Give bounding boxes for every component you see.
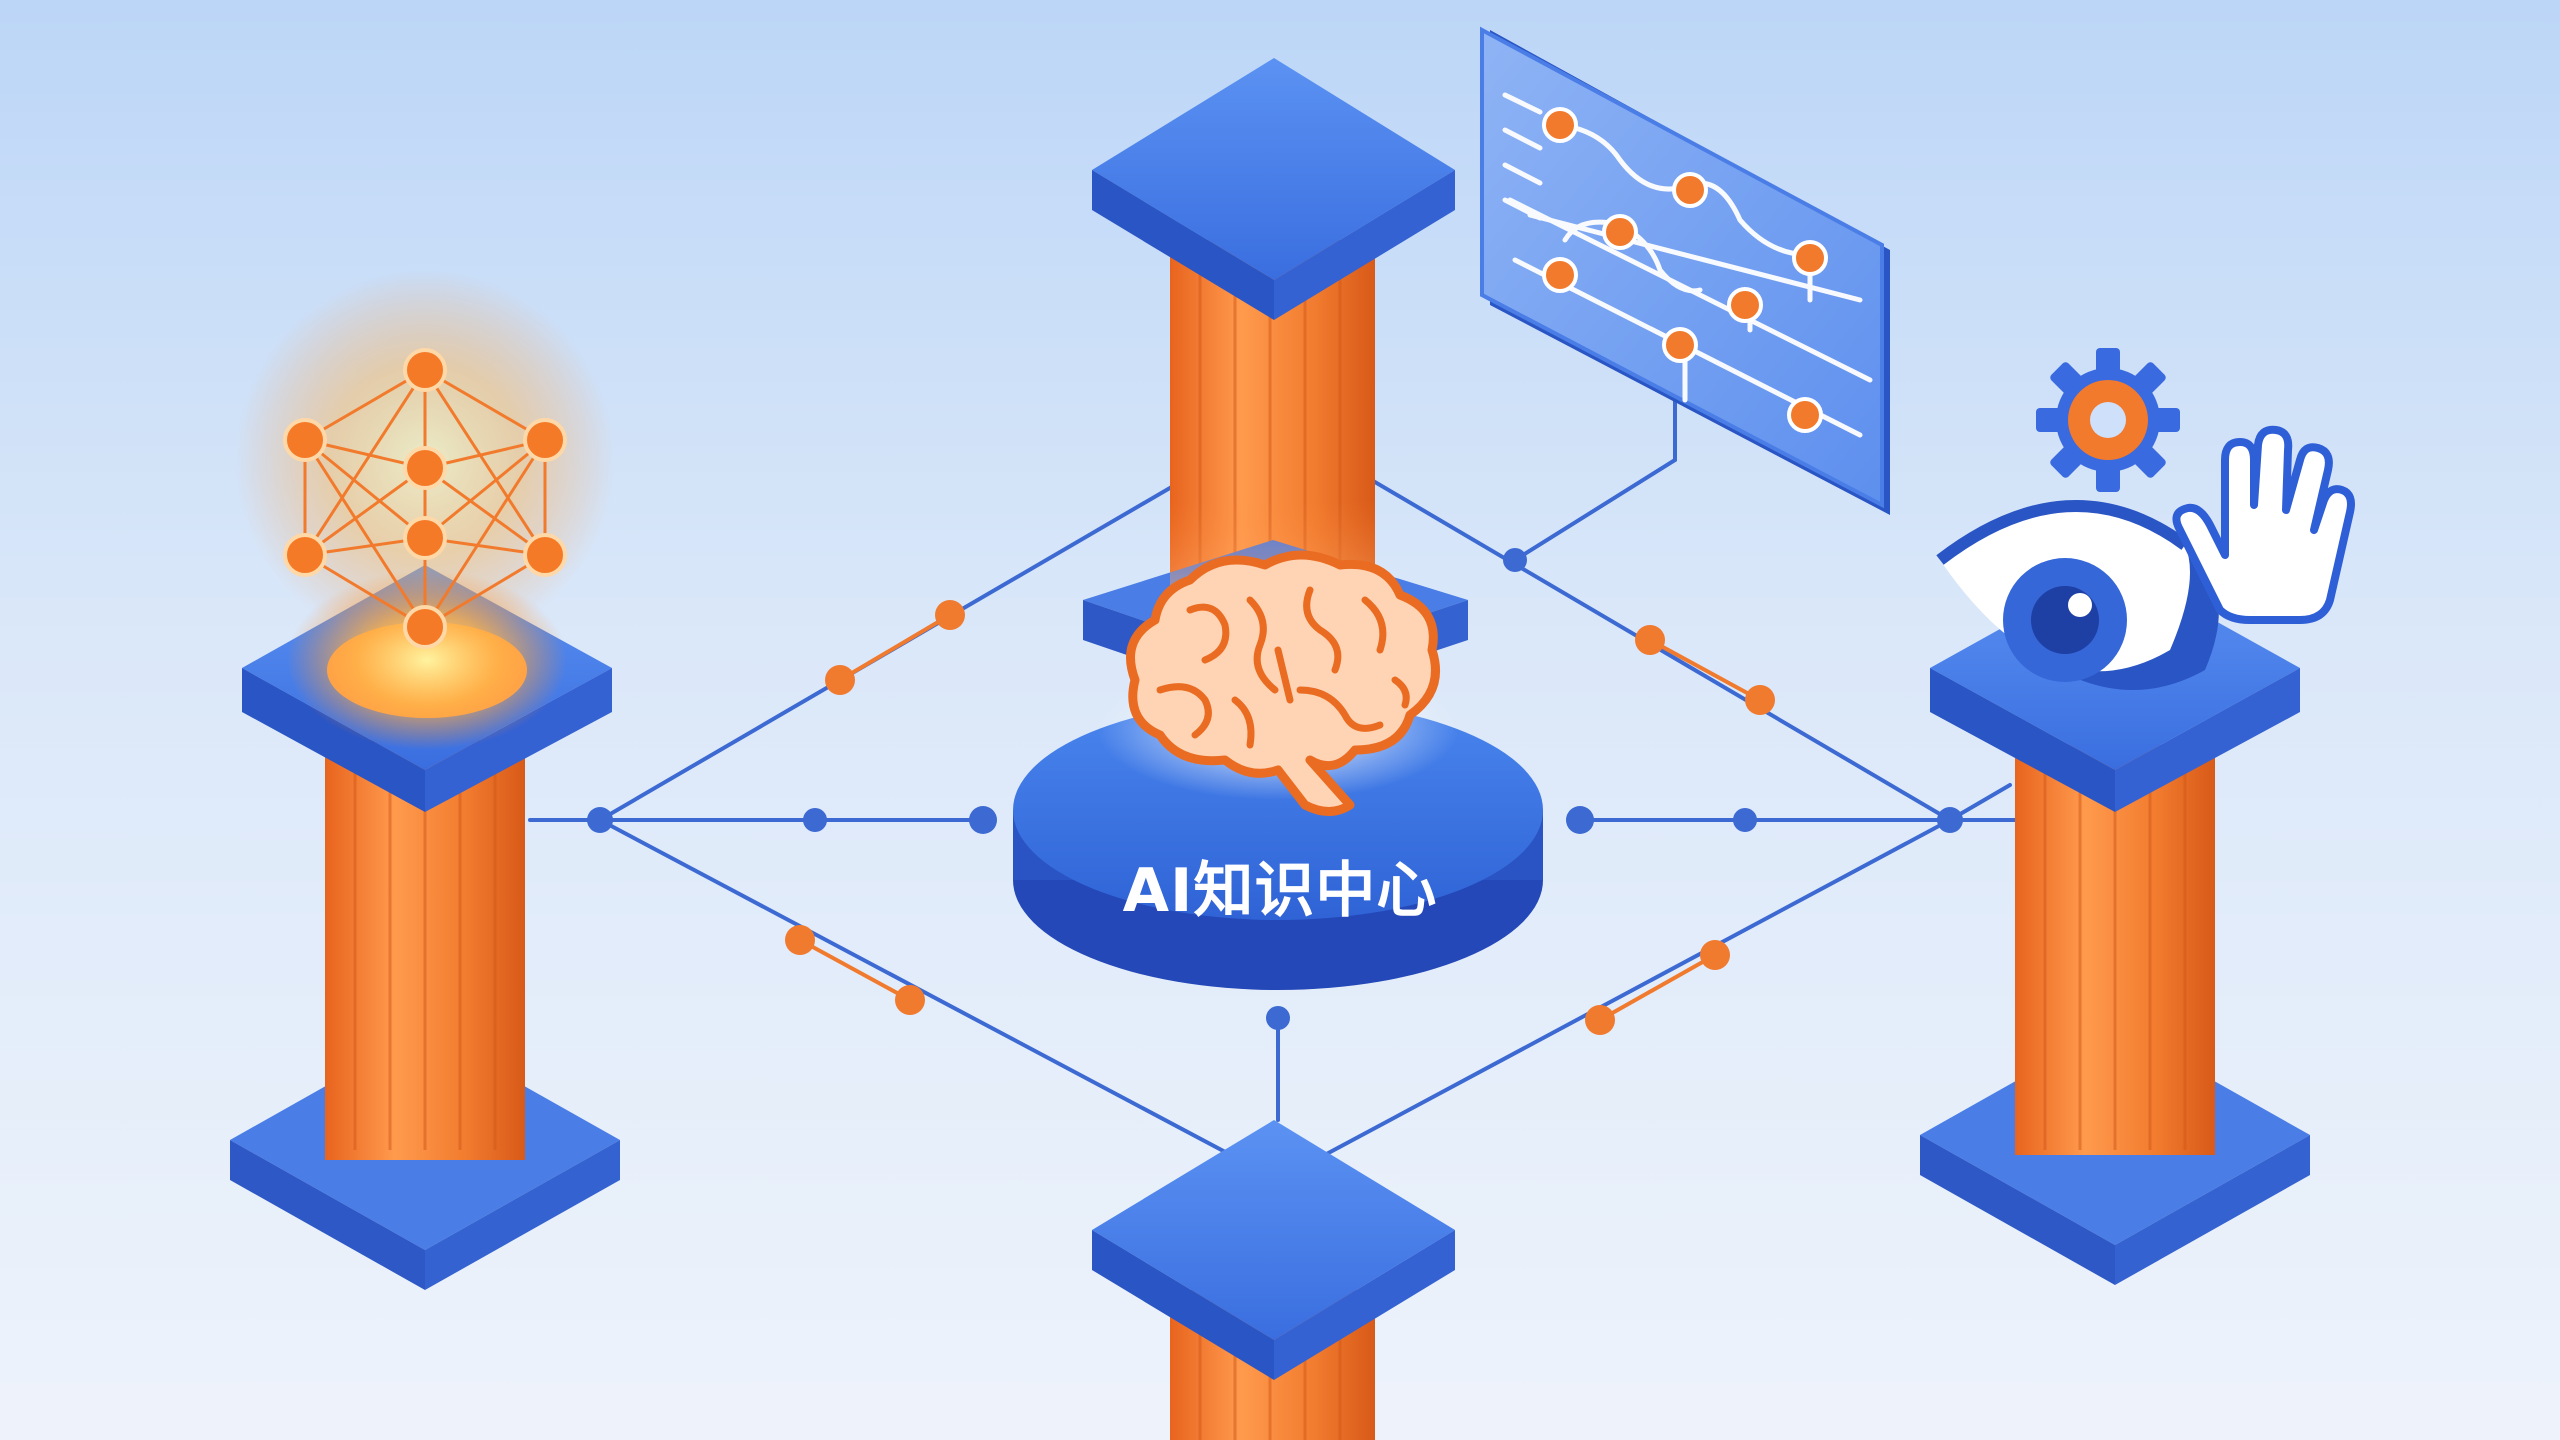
pillar-bottom: [1092, 1120, 1455, 1440]
hand-icon: [2172, 425, 2355, 624]
gear-icon: [2036, 348, 2180, 492]
neural-network-icon: [235, 270, 615, 650]
hub-platform: [1013, 660, 1543, 990]
workflow-panel: [1480, 26, 1890, 515]
eye-icon: [1936, 499, 2219, 690]
brain-icon: [1126, 550, 1440, 816]
pillar-left: [230, 565, 620, 1290]
hub-title: AI知识中心: [1122, 856, 1438, 926]
